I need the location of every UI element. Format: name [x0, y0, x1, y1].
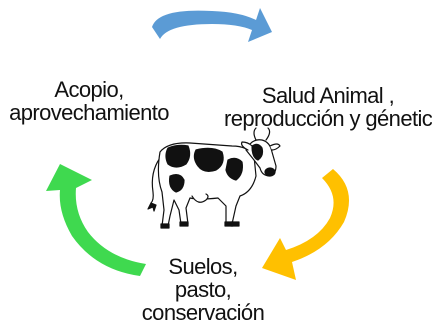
stage-label-line: Suelos,: [168, 254, 238, 279]
stage-label-line: pasto,: [174, 277, 232, 302]
cow-icon: [147, 127, 281, 229]
stage-label-line: Salud Animal ,: [261, 83, 395, 108]
stage-label-line: Acopio,: [54, 77, 124, 102]
stage-label-line: conservación: [141, 300, 265, 325]
top-arrow-icon: [152, 8, 272, 42]
stage-label-line: aprovechamiento: [9, 100, 169, 125]
stage-label-line: reproducción y génetica: [224, 106, 432, 131]
stage-label-acopio: Acopio, aprovechamiento: [4, 78, 174, 124]
stage-label-salud: Salud Animal , reproducción y génetica: [224, 84, 432, 130]
stage-label-suelos: Suelos, pasto, conservación: [128, 255, 278, 324]
left-arrow-icon: [46, 164, 146, 276]
right-arrow-icon: [262, 169, 350, 280]
